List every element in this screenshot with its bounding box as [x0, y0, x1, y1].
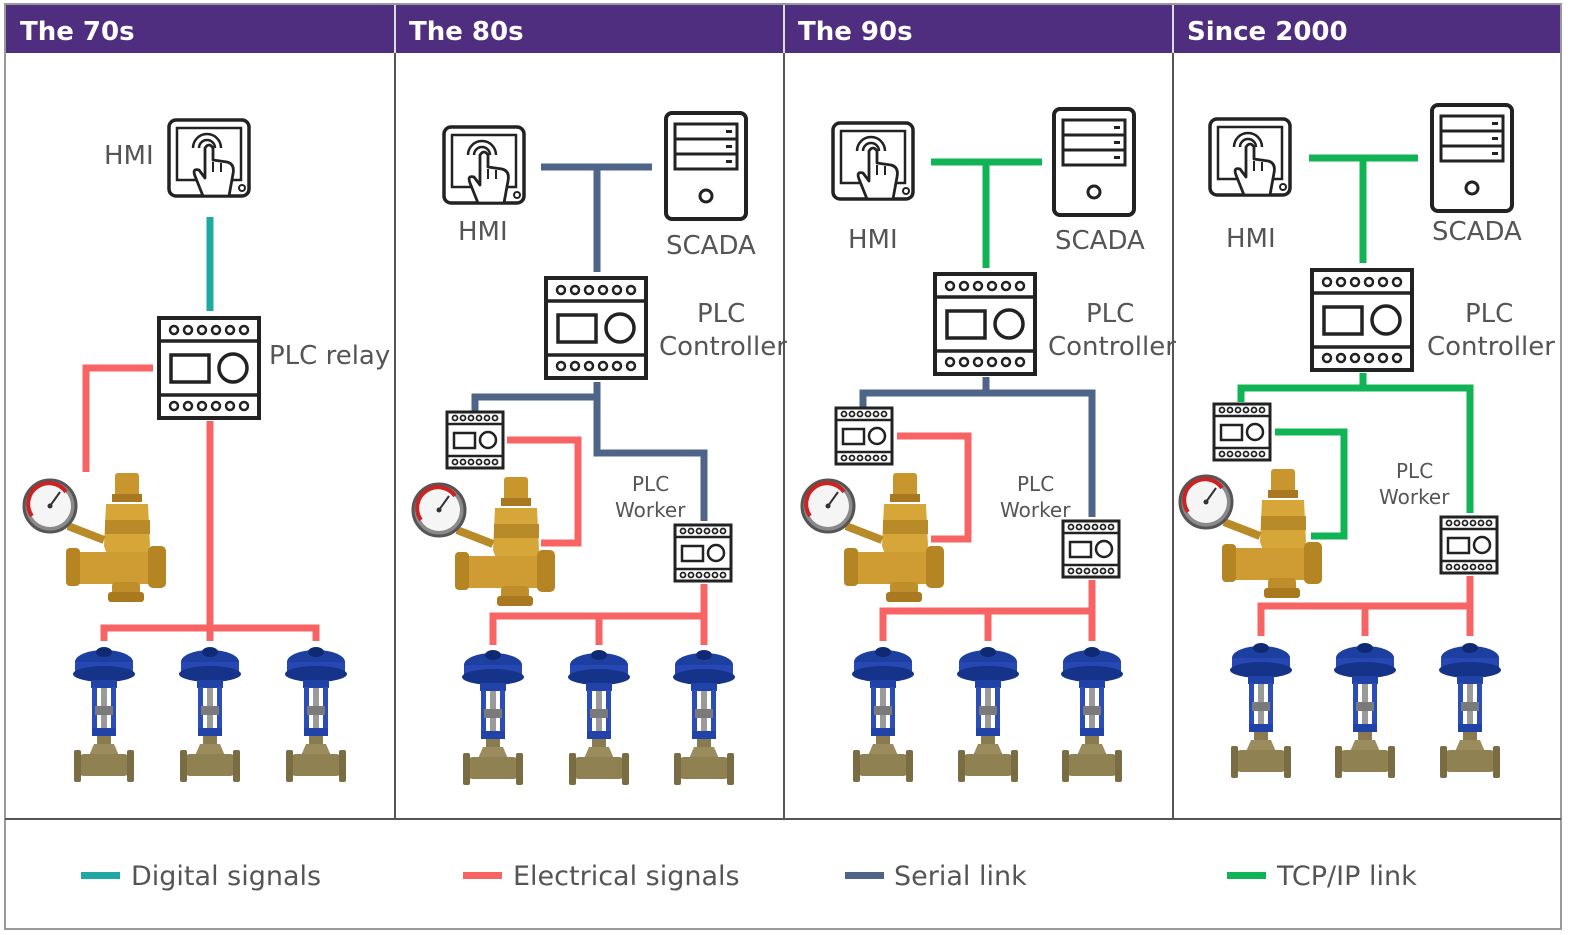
electrical-signal-line — [100, 421, 320, 641]
legend-label-digital: Digital signals — [131, 861, 321, 892]
serial-link-line — [471, 382, 708, 521]
scada-label: SCADA — [1055, 226, 1145, 256]
serial-link-line — [859, 377, 1096, 517]
plc-worker-label: PLC — [632, 472, 669, 496]
tcpip-link-line — [931, 158, 1042, 268]
electrical-signal-line — [897, 432, 972, 543]
plc-module-icon — [1061, 519, 1121, 579]
plc-worker-label: Worker — [615, 498, 686, 522]
serial-link-line — [541, 163, 652, 272]
plc-worker-label: PLC — [1396, 459, 1433, 483]
hmi-label: HMI — [104, 141, 154, 171]
plc-module-icon — [1310, 268, 1414, 372]
server-tower-icon — [1052, 107, 1136, 217]
column-70s: HMI PLC relay — [24, 118, 390, 782]
legend: Digital signals Electrical signals Seria… — [81, 861, 1417, 892]
legend-label-tcpip: TCP/IP link — [1276, 861, 1417, 892]
column-title-80s: The 80s — [409, 17, 524, 47]
tcpip-link-line — [1237, 373, 1474, 513]
legend-label-electrical: Electrical signals — [513, 861, 740, 892]
column-since-2000: HMI SCADA PLC Controller PLC Worker — [1180, 103, 1555, 778]
touchscreen-hmi-icon — [831, 121, 915, 201]
electrical-signal-line — [82, 364, 153, 472]
plc-worker-label: Worker — [1000, 498, 1071, 522]
plc-module-icon — [544, 276, 648, 380]
hmi-label: HMI — [458, 217, 508, 247]
hmi-label: HMI — [1226, 224, 1276, 254]
legend-item-serial: Serial link — [845, 861, 1027, 892]
header-bar: The 70s The 80s The 90s Since 2000 — [6, 5, 1560, 53]
legend-label-serial: Serial link — [894, 861, 1027, 892]
legend-swatch-serial — [845, 872, 884, 879]
touchscreen-hmi-icon — [1208, 117, 1292, 197]
tcpip-link-line — [1275, 428, 1348, 540]
plc-module-icon — [933, 272, 1037, 376]
column-title-90s: The 90s — [798, 17, 913, 47]
plc-controller-label: Controller — [1048, 332, 1176, 362]
plc-worker-label: Worker — [1379, 485, 1450, 509]
plc-module-icon — [1439, 515, 1499, 575]
electrical-signal-line — [489, 584, 708, 645]
legend-swatch-digital — [81, 872, 120, 879]
column-90s: HMI SCADA PLC Controller PLC Worker — [802, 107, 1176, 782]
plc-module-icon — [157, 316, 261, 420]
scada-label: SCADA — [1432, 217, 1522, 247]
server-tower-icon — [1430, 103, 1514, 213]
plc-controller-label: PLC — [1086, 299, 1134, 329]
server-tower-icon — [664, 111, 748, 221]
plc-module-icon — [445, 410, 505, 470]
plc-module-icon — [673, 523, 733, 583]
scada-label: SCADA — [666, 231, 756, 261]
plc-module-icon — [1212, 402, 1272, 462]
electrical-signal-line — [507, 436, 582, 547]
electrical-signal-line — [1257, 576, 1474, 636]
plc-relay-label: PLC relay — [269, 341, 390, 371]
plc-module-icon — [834, 406, 894, 466]
electrical-signal-line — [879, 580, 1096, 641]
column-title-2000: Since 2000 — [1187, 17, 1348, 47]
tcpip-link-line — [1309, 154, 1418, 263]
touchscreen-hmi-icon — [442, 125, 526, 205]
plc-worker-label: PLC — [1017, 472, 1054, 496]
legend-swatch-electrical — [463, 872, 502, 879]
legend-swatch-tcpip — [1227, 872, 1266, 879]
legend-item-digital: Digital signals — [81, 861, 321, 892]
column-80s: HMI SCADA PLC Controller PLC Worker — [413, 111, 787, 785]
hmi-label: HMI — [848, 225, 898, 255]
column-title-70s: The 70s — [20, 17, 135, 47]
legend-item-electrical: Electrical signals — [463, 861, 740, 892]
touchscreen-hmi-icon — [167, 118, 251, 198]
plc-controller-label: Controller — [659, 332, 787, 362]
plc-controller-label: PLC — [1465, 299, 1513, 329]
plc-controller-label: PLC — [697, 299, 745, 329]
plc-controller-label: Controller — [1427, 332, 1555, 362]
legend-item-tcpip: TCP/IP link — [1227, 861, 1417, 892]
